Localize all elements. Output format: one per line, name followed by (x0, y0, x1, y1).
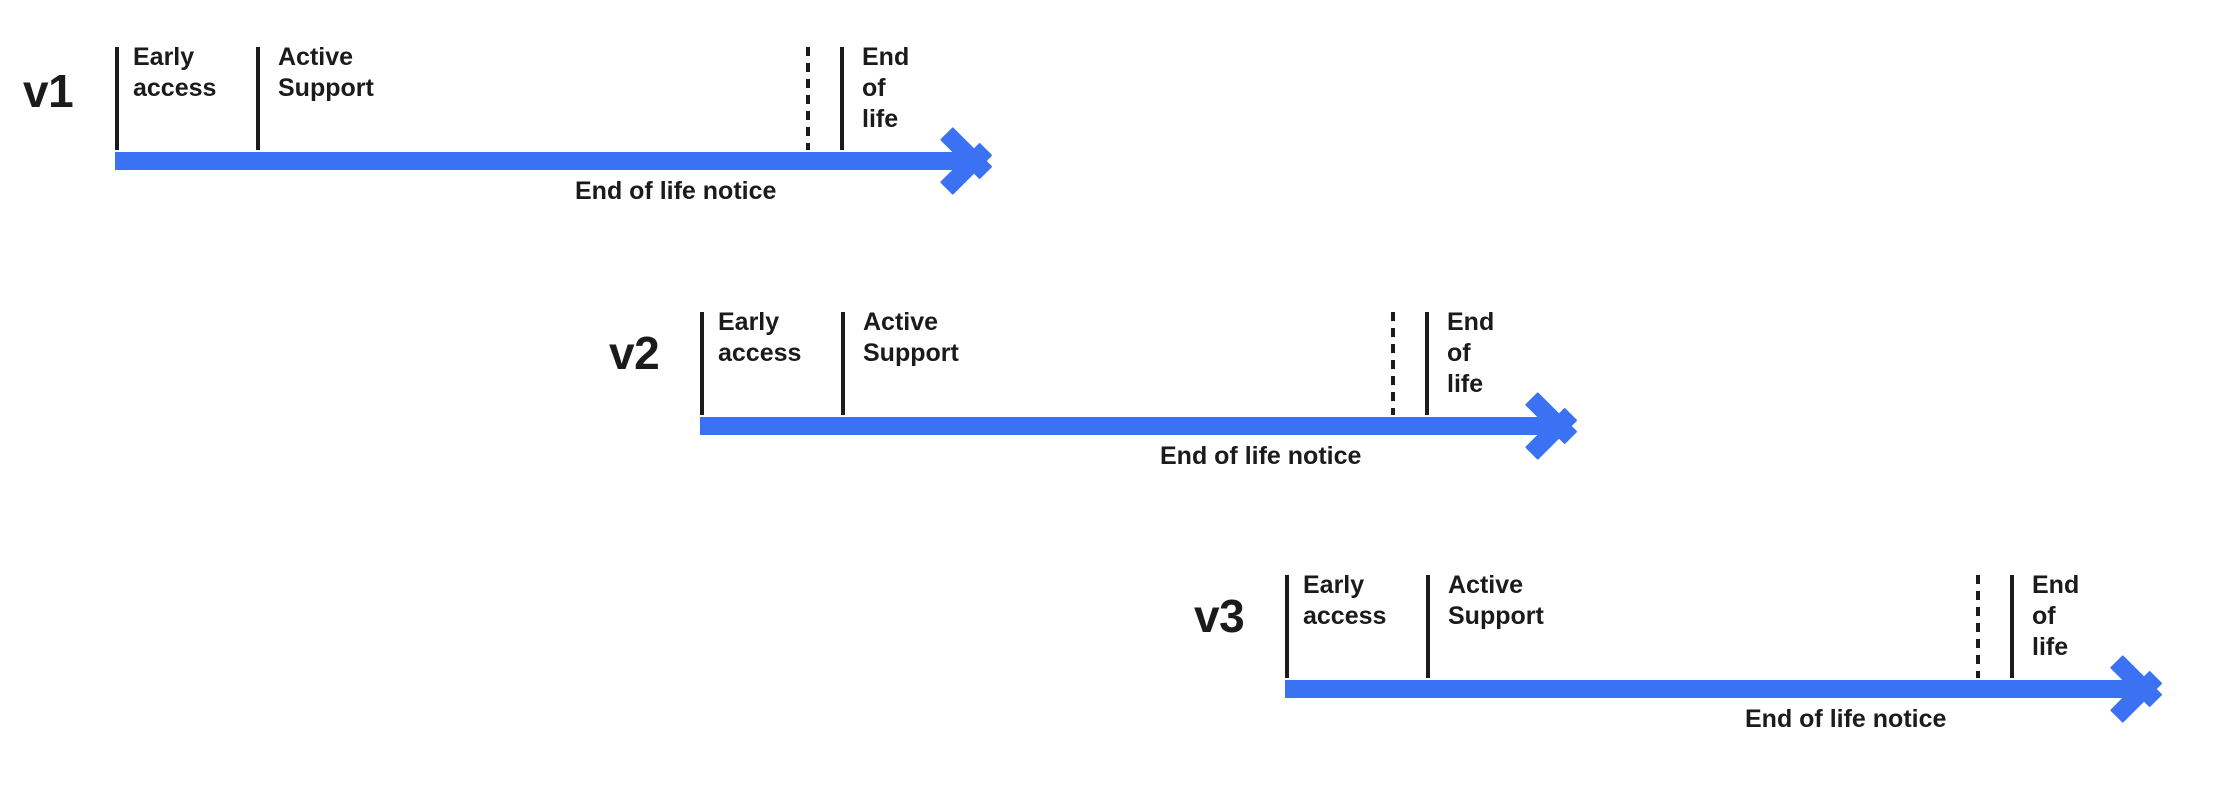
phase-label-end-of-life: End of life (1447, 308, 1495, 398)
phase-label-active-support: Active Support (278, 43, 374, 102)
phase-tick-end-of-life (840, 47, 844, 150)
end-of-life-notice-label: End of life notice (575, 177, 777, 205)
phase-label-active-support: Active Support (1448, 571, 1544, 630)
phase-label-early-access: Early access (718, 308, 802, 367)
phase-tick-active-support (256, 47, 260, 150)
phase-tick-early-access (1285, 575, 1289, 678)
phase-tick-end-of-life (2010, 575, 2014, 678)
phase-label-early-access: Early access (133, 43, 217, 102)
phase-tick-early-access (700, 312, 704, 415)
phase-label-early-access: Early access (1303, 571, 1387, 630)
phase-tick-early-access (115, 47, 119, 150)
timeline-arrow-shaft (700, 417, 1556, 435)
version-label-v1: v1 (23, 65, 74, 117)
timeline-arrow-shaft (115, 152, 971, 170)
notice-tick-dashed (1976, 575, 1980, 678)
timeline-arrow-head (2110, 655, 2187, 723)
end-of-life-notice-label: End of life notice (1745, 705, 1947, 733)
timeline-arrow-shaft (1285, 680, 2141, 698)
notice-tick-dashed (1391, 312, 1395, 415)
timeline-arrow-head (1525, 392, 1602, 460)
phase-tick-active-support (841, 312, 845, 415)
phase-tick-end-of-life (1425, 312, 1429, 415)
phase-label-active-support: Active Support (863, 308, 959, 367)
version-label-v3: v3 (1194, 590, 1245, 642)
timeline-arrow-head (940, 127, 1017, 195)
version-label-v2: v2 (609, 327, 660, 379)
phase-label-end-of-life: End of life (2032, 571, 2080, 661)
end-of-life-notice-label: End of life notice (1160, 442, 1362, 470)
phase-tick-active-support (1426, 575, 1430, 678)
phase-label-end-of-life: End of life (862, 43, 910, 133)
notice-tick-dashed (806, 47, 810, 150)
